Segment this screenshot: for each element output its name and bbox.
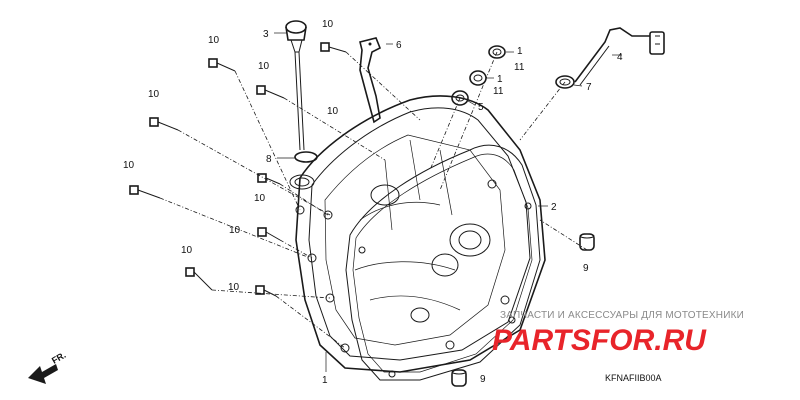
callout-1-b: 1	[497, 74, 503, 85]
oil-filler-cap-dipstick	[285, 20, 307, 151]
cable-assembly	[574, 27, 665, 86]
callout-10-e: 10	[148, 89, 160, 100]
callout-8: 8	[266, 154, 272, 165]
callout-7: 7	[586, 82, 592, 93]
callout-1-a: 1	[517, 46, 523, 57]
right-crankcase-cover	[289, 95, 546, 373]
ring-7	[555, 75, 575, 89]
callout-9-a: 9	[583, 263, 589, 274]
bolt-9	[255, 285, 277, 297]
bolt-4	[149, 117, 179, 131]
watermark: ЗАПЧАСТИ И АКСЕССУАРЫ ДЛЯ МОТОТЕХНИКИ PA…	[492, 310, 744, 357]
callout-10-b: 10	[208, 35, 220, 46]
bolt-1	[208, 58, 236, 72]
callout-5: 5	[478, 102, 484, 113]
oil-seal-11-upper	[488, 45, 506, 59]
callout-10-h: 10	[229, 225, 241, 236]
cover-gasket	[345, 144, 541, 381]
cable-guide-stay	[359, 37, 382, 124]
callout-10-a: 10	[322, 19, 334, 30]
leader-lines	[274, 32, 622, 372]
dowel-pin-upper	[579, 233, 595, 251]
watermark-tagline: ЗАПЧАСТИ И АКСЕССУАРЫ ДЛЯ МОТОТЕХНИКИ	[500, 310, 744, 321]
bolt-3	[320, 42, 347, 53]
drawing-code: KFNAFIIB00A	[605, 373, 662, 383]
bolt-2	[256, 85, 285, 99]
front-marker-label: FR.	[50, 350, 68, 366]
o-ring	[294, 151, 318, 163]
callout-10-f: 10	[123, 160, 135, 171]
callout-9-b: 9	[480, 374, 486, 385]
seal-5	[451, 90, 469, 106]
dowel-pin-lower	[451, 369, 467, 387]
bolt-5	[129, 185, 161, 199]
bolt-set	[129, 42, 347, 297]
callout-10-g: 10	[254, 193, 266, 204]
callout-2: 2	[551, 202, 557, 213]
callout-11-b: 11	[493, 86, 504, 97]
callout-11-a: 11	[514, 62, 525, 73]
callout-1-c: 1	[322, 375, 328, 386]
callout-4: 4	[617, 52, 623, 63]
oil-seal-11-lower	[469, 70, 487, 86]
callout-labels: 3 10 6 1 11 1 11 5 7 4 10 10 10 10 10 8 …	[123, 19, 623, 386]
bolt-6	[257, 173, 281, 185]
assembly-lines	[159, 51, 588, 349]
front-direction-arrow: FR.	[28, 350, 68, 384]
bolt-8	[185, 267, 213, 291]
callout-10-c: 10	[258, 61, 270, 72]
bolt-7	[257, 227, 281, 241]
callout-10-d: 10	[327, 106, 339, 117]
callout-6: 6	[396, 40, 402, 51]
watermark-logo: PARTSFOR.RU	[492, 324, 707, 357]
callout-10-j: 10	[228, 282, 240, 293]
callout-3: 3	[263, 29, 269, 40]
callout-10-i: 10	[181, 245, 193, 256]
